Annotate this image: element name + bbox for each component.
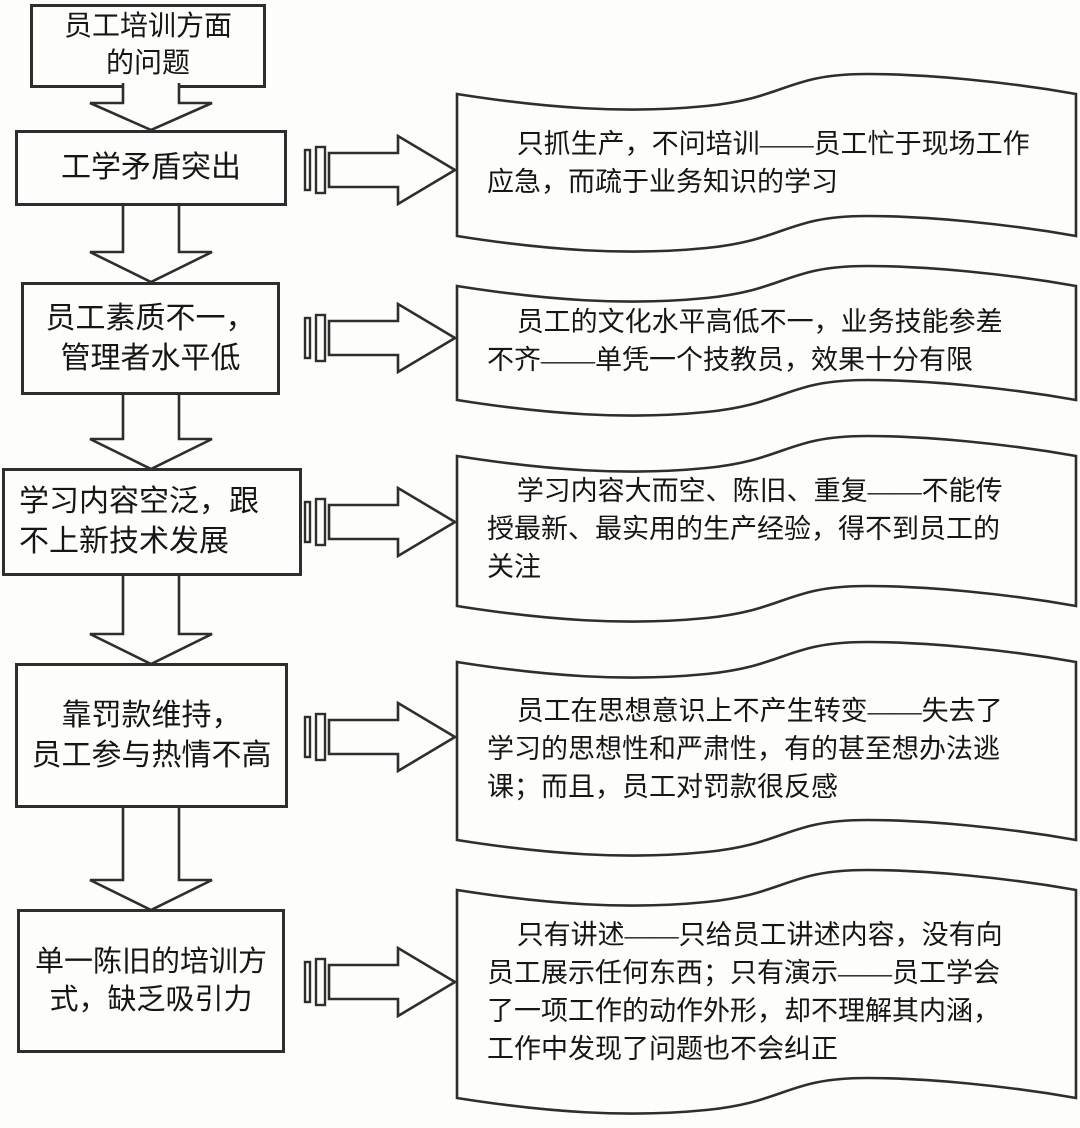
node-problem-5: 单一陈旧的培训方 式，缺乏吸引力 bbox=[17, 909, 285, 1053]
detail-arrow-4 bbox=[303, 700, 458, 774]
detail-arrow-5 bbox=[303, 945, 458, 1019]
banner-wave-shape bbox=[455, 434, 1078, 623]
detail-text-1: 只抓生产，不问培训——员工忙于现场工作 应急，而疏于业务知识的学习 bbox=[487, 129, 1030, 197]
detail-banner-4: 员工在思想意识上不产生转变——失去了 学习的思想性和严肃性，有的甚至想办法逃 课… bbox=[455, 636, 1078, 862]
node-problem-3-label: 学习内容空泛，跟 不上新技术发展 bbox=[19, 485, 259, 558]
detail-arrow-3 bbox=[303, 485, 458, 559]
node-root-title: 员工培训方面 的问题 bbox=[30, 4, 266, 88]
detail-arrow-2 bbox=[303, 301, 458, 375]
detail-text-4: 员工在思想意识上不产生转变——失去了 学习的思想性和严肃性，有的甚至想办法逃 课… bbox=[487, 696, 1003, 802]
node-problem-3: 学习内容空泛，跟 不上新技术发展 bbox=[2, 468, 302, 576]
node-problem-4: 靠罚款维持， 员工参与热情不高 bbox=[15, 663, 288, 808]
down-arrow-2 bbox=[89, 202, 213, 284]
detail-banner-2: 员工的文化水平高低不一，业务技能参差 不齐——单凭一个技教员，效果十分有限 bbox=[455, 260, 1078, 422]
down-arrow-3 bbox=[89, 391, 213, 471]
detail-arrow-1 bbox=[303, 133, 458, 207]
node-problem-1-label: 工学矛盾突出 bbox=[61, 151, 241, 185]
banner-wave-shape bbox=[455, 868, 1078, 1115]
banner-wave-shape bbox=[455, 640, 1078, 857]
detail-text-2: 员工的文化水平高低不一，业务技能参差 不齐——单凭一个技教员，效果十分有限 bbox=[487, 307, 1003, 375]
node-problem-1: 工学矛盾突出 bbox=[15, 130, 287, 206]
down-arrow-4 bbox=[89, 572, 213, 666]
detail-text-3: 学习内容大而空、陈旧、重复——不能传 授最新、最实用的生产经验，得不到员工的 关… bbox=[487, 476, 1003, 582]
node-problem-2: 员工素质不一， 管理者水平低 bbox=[21, 282, 280, 395]
detail-banner-5: 只有讲述——只给员工讲述内容，没有向 员工展示任何东西；只有演示——员工学会 了… bbox=[455, 864, 1078, 1120]
detail-banner-3: 学习内容大而空、陈旧、重复——不能传 授最新、最实用的生产经验，得不到员工的 关… bbox=[455, 430, 1078, 628]
node-problem-5-label: 单一陈旧的培训方 式，缺乏吸引力 bbox=[34, 945, 267, 1016]
banner-wave-shape bbox=[455, 264, 1078, 417]
node-problem-2-label: 员工素质不一， 管理者水平低 bbox=[45, 301, 256, 375]
node-root-title-label: 员工培训方面 的问题 bbox=[63, 11, 232, 79]
node-problem-4-label: 靠罚款维持， 员工参与热情不高 bbox=[31, 698, 272, 772]
down-arrow-5 bbox=[89, 804, 213, 912]
down-arrow-1 bbox=[89, 83, 213, 132]
detail-banner-1: 只抓生产，不问培训——员工忙于现场工作 应急，而疏于业务知识的学习 bbox=[455, 68, 1078, 258]
detail-text-5: 只有讲述——只给员工讲述内容，没有向 员工展示任何东西；只有演示——员工学会 了… bbox=[487, 920, 1003, 1064]
banner-wave-shape bbox=[455, 72, 1078, 253]
